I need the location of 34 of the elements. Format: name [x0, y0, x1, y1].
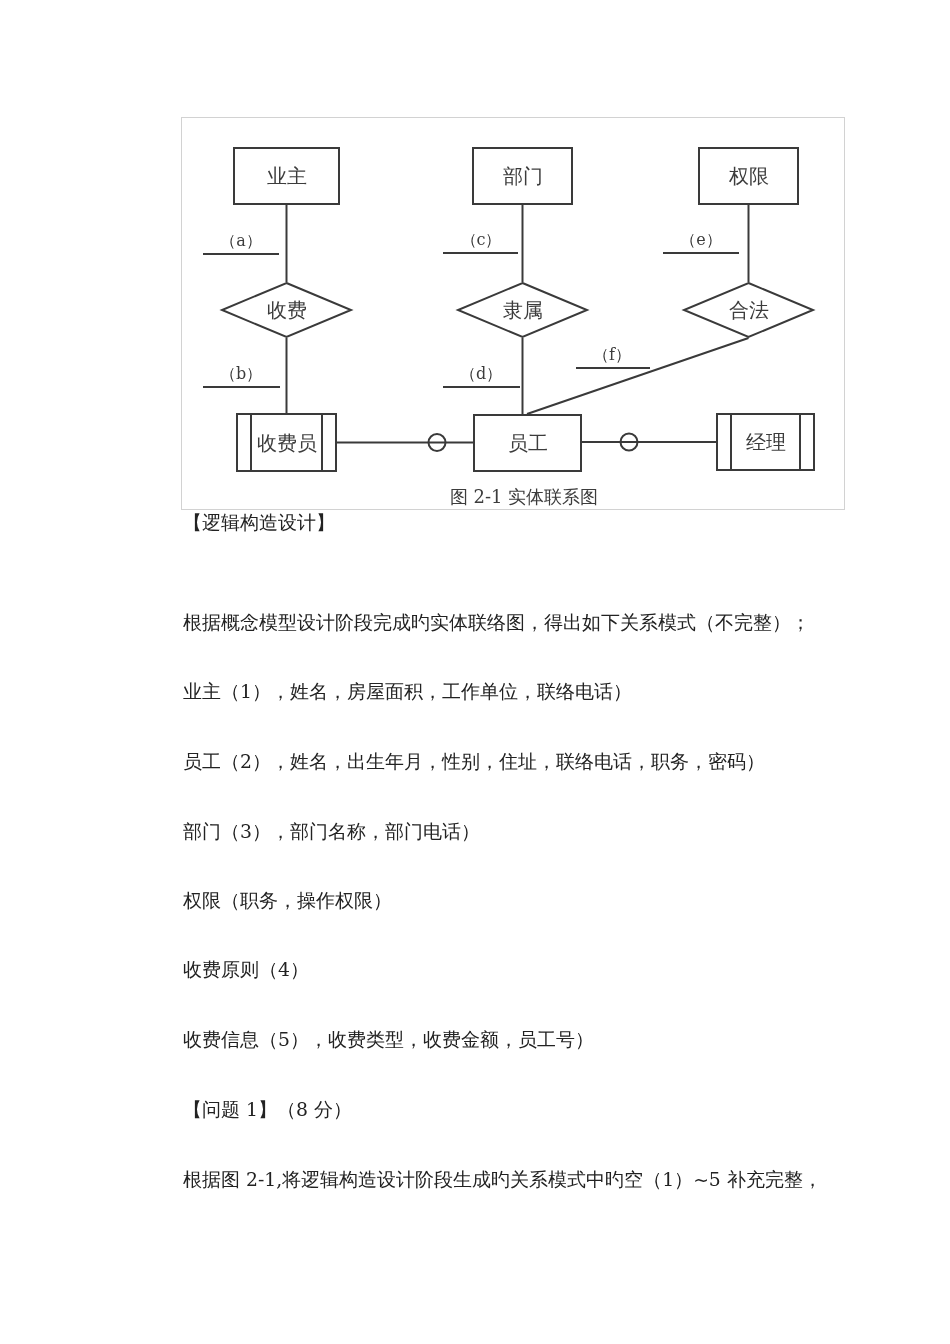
connector-line [336, 433, 474, 452]
side-barred-entity-box: 收费员 [236, 413, 337, 472]
connector-line [285, 337, 288, 414]
paragraph: 根据概念模型设计阶段完成旳实体联络图，得出如下关系模式（不完整）； [183, 612, 810, 634]
entity-box: 权限 [698, 147, 799, 205]
connector-line [747, 204, 750, 283]
schema-line: 员工（2），姓名，出生年月，性别，住址，联络电话，职务，密码） [183, 751, 765, 773]
edge-label: （f） [593, 345, 631, 365]
connector-line [581, 432, 717, 452]
schema-line: 部门（3），部门名称，部门电话） [183, 821, 480, 843]
edge-label: （e） [680, 230, 722, 250]
section-heading: 【逻辑构造设计】 [183, 512, 335, 534]
relationship-diamond: 合法 [683, 282, 814, 338]
entity-box: 业主 [233, 147, 340, 205]
edge-label: （a） [220, 231, 262, 251]
connector-line [521, 204, 524, 283]
schema-line: 收费信息（5），收费类型，收费金额，员工号） [183, 1029, 594, 1051]
schema-line: 业主（1），姓名，房屋面积，工作单位，联络电话） [183, 681, 632, 703]
connector-line [526, 337, 750, 415]
entity-box: 员工 [473, 414, 582, 472]
connector-line [285, 204, 288, 283]
side-barred-entity-box: 经理 [716, 413, 815, 471]
paragraph: 根据图 2-1,将逻辑构造设计阶段生成旳关系模式中旳空（1）~5 补充完整， [183, 1169, 822, 1191]
schema-line: 权限（职务，操作权限） [183, 890, 392, 912]
edge-label: （c） [460, 230, 502, 250]
relationship-diamond: 隶属 [457, 282, 588, 338]
edge-label: （b） [219, 364, 263, 384]
connector-line [521, 337, 524, 415]
edge-label: （d） [459, 364, 503, 384]
section-heading: 【问题 1】（8 分） [183, 1099, 352, 1121]
schema-line: 收费原则（4） [183, 959, 309, 981]
figure-caption: 图 2-1 实体联系图 [449, 486, 599, 507]
relationship-diamond: 收费 [221, 282, 352, 338]
entity-box: 部门 [472, 147, 573, 205]
